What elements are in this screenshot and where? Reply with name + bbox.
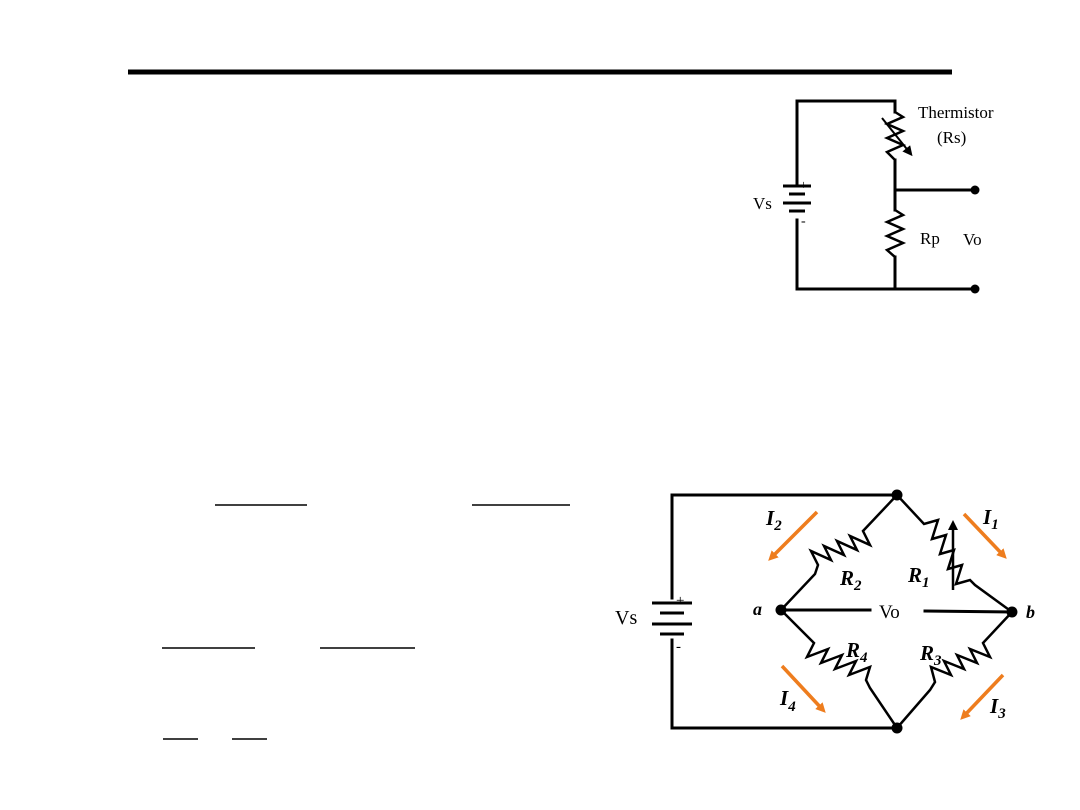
i3-label: I3	[989, 694, 1006, 722]
thermistor-circuit: + - Vs Thermistor (Rs) Rp Vo	[753, 99, 994, 294]
bridge-vo-label: Vo	[879, 602, 900, 623]
bridge-plus: +	[676, 593, 684, 609]
node-b-label: b	[1026, 602, 1035, 622]
bridge-minus: -	[676, 639, 681, 655]
resistor-r3	[896, 611, 1013, 729]
i2-label: I2	[765, 506, 782, 534]
r4-label: R4	[845, 638, 868, 666]
rp-label: Rp	[920, 229, 940, 248]
current-arrow-i4	[780, 664, 826, 713]
bridge-circuit: + - Vs a b Vo R2 R1 R4 R3 I2 I1	[615, 489, 1035, 734]
terminal-top	[970, 185, 980, 195]
current-arrow-i2	[768, 510, 819, 561]
thermistor-resistor	[883, 110, 907, 161]
resistor-r1	[896, 494, 1013, 614]
terminal-bottom	[970, 284, 980, 294]
r3-label: R3	[919, 641, 942, 669]
resistor-r2	[780, 494, 898, 611]
i1-label: I1	[982, 505, 999, 533]
current-arrow-i1	[962, 512, 1007, 559]
battery-symbol	[783, 184, 811, 213]
r1-label: R1	[907, 563, 930, 591]
vo-line	[779, 608, 1014, 614]
thermistor-label: Thermistor	[918, 103, 994, 122]
node-a-label: a	[753, 599, 762, 619]
rp-resistor	[883, 208, 907, 258]
thermistor-plus: +	[800, 177, 807, 192]
thermistor-vo-label: Vo	[963, 230, 982, 249]
thermistor-rs-label: (Rs)	[937, 128, 966, 147]
current-arrow-i3	[960, 673, 1005, 720]
bridge-battery-symbol	[652, 601, 692, 636]
r2-label: R2	[839, 566, 862, 594]
bridge-vs-label: Vs	[615, 607, 637, 629]
i4-label: I4	[779, 686, 796, 715]
thermistor-arrow	[881, 117, 913, 157]
resistor-r4	[780, 609, 899, 729]
equation-fraction-bars	[162, 504, 570, 740]
thermistor-minus: -	[801, 214, 806, 229]
thermistor-vs-label: Vs	[753, 194, 772, 213]
